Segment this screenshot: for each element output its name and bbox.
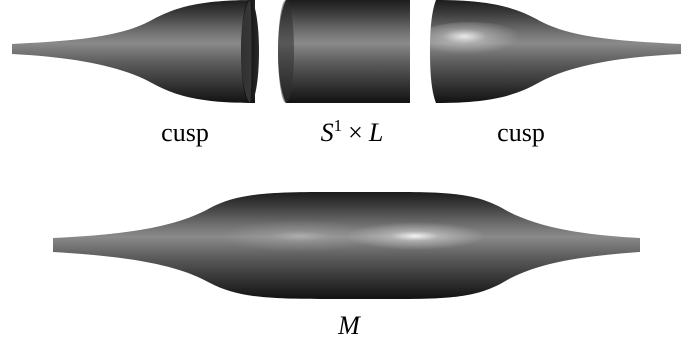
- product-operator: ×: [348, 118, 363, 147]
- middle-cylinder-shape: [278, 0, 410, 103]
- manifold-label: M: [337, 311, 361, 340]
- product-factor-symbol: L: [368, 118, 383, 147]
- product-base-symbol: S: [321, 118, 334, 147]
- right-cusp-shape: [415, 0, 681, 103]
- left-cusp-shape: [12, 0, 259, 103]
- product-label: S1 ×L: [321, 116, 384, 147]
- left-cusp-label: cusp: [161, 118, 209, 147]
- product-superscript: 1: [334, 116, 343, 135]
- right-cusp-label: cusp: [497, 118, 545, 147]
- manifold-m-shape: [53, 192, 640, 299]
